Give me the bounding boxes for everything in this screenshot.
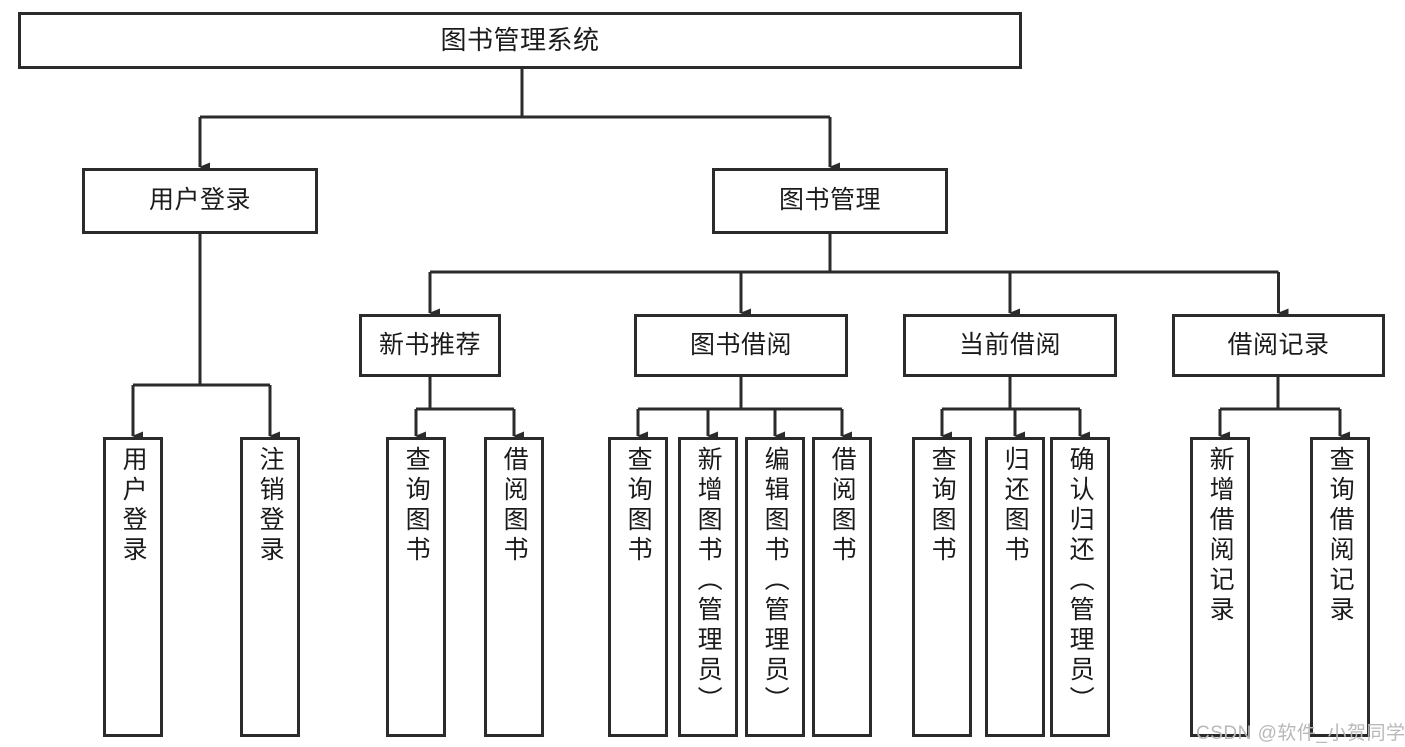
node-label: 图书管理 (778, 186, 881, 215)
node-label: 查询图书 (928, 446, 957, 566)
node-book-borrow: 图书借阅 (634, 314, 848, 377)
node-leaf-query-book-3: 查询图书 (912, 437, 972, 737)
node-label: 确认归还（管理员） (1066, 446, 1095, 716)
node-leaf-add-book: 新增图书（管理员） (678, 437, 738, 737)
node-label: 当前借阅 (958, 330, 1061, 359)
node-label: 新增图书（管理员） (694, 446, 723, 716)
node-new-book-recommend: 新书推荐 (359, 314, 501, 377)
node-label: 借阅图书 (828, 446, 857, 566)
node-leaf-borrow-book-1: 借阅图书 (484, 437, 544, 737)
node-label: 注销登录 (256, 446, 285, 566)
node-label: 查询借阅记录 (1326, 446, 1355, 626)
node-user-login: 用户登录 (82, 168, 318, 234)
node-label: 用户登录 (119, 446, 148, 566)
node-leaf-edit-book: 编辑图书（管理员） (745, 437, 805, 737)
node-leaf-query-borrow-record: 查询借阅记录 (1310, 437, 1370, 737)
node-label: 新增借阅记录 (1206, 446, 1235, 626)
node-label: 图书管理系统 (440, 25, 600, 56)
node-leaf-borrow-book-2: 借阅图书 (812, 437, 872, 737)
node-leaf-confirm-return: 确认归还（管理员） (1050, 437, 1110, 737)
node-label: 归还图书 (1001, 446, 1030, 566)
node-label: 图书借阅 (689, 330, 792, 359)
node-leaf-query-book-1: 查询图书 (386, 437, 446, 737)
node-leaf-user-login: 用户登录 (103, 437, 163, 737)
node-label: 编辑图书（管理员） (761, 446, 790, 716)
node-label: 查询图书 (624, 446, 653, 566)
node-label: 借阅记录 (1227, 330, 1330, 359)
node-leaf-add-borrow-record: 新增借阅记录 (1190, 437, 1250, 737)
node-borrow-record: 借阅记录 (1172, 314, 1385, 377)
node-leaf-query-book-2: 查询图书 (608, 437, 668, 737)
node-label: 用户登录 (148, 186, 251, 215)
node-root: 图书管理系统 (18, 12, 1022, 69)
node-label: 新书推荐 (378, 330, 481, 359)
node-book-manage: 图书管理 (712, 168, 948, 234)
node-label: 查询图书 (402, 446, 431, 566)
node-leaf-logout-login: 注销登录 (240, 437, 300, 737)
node-current-borrow: 当前借阅 (903, 314, 1117, 377)
node-label: 借阅图书 (500, 446, 529, 566)
node-leaf-return-book: 归还图书 (985, 437, 1045, 737)
connector-lines (131, 69, 1350, 441)
